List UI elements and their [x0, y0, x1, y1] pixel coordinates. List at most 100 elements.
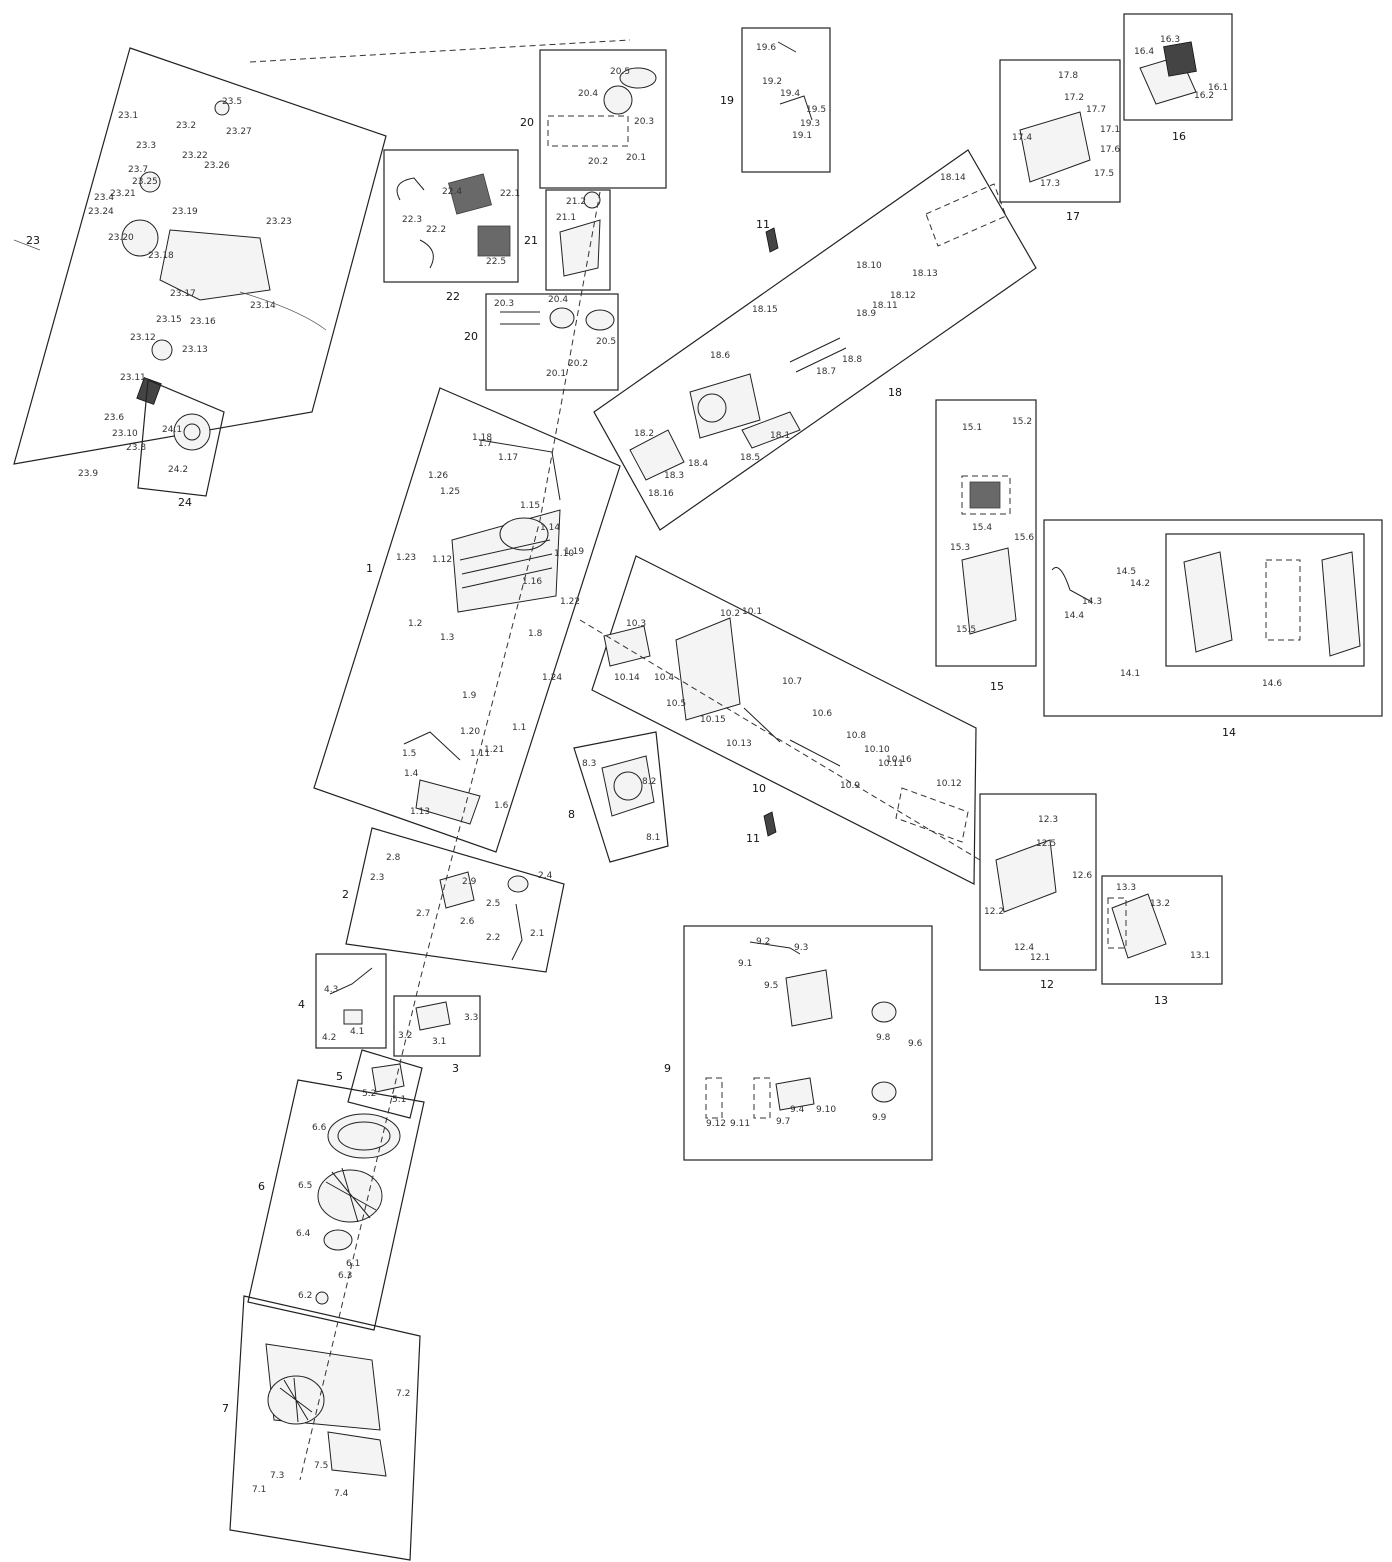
part-label: 23.3: [136, 141, 156, 151]
part-label: 6.5: [298, 1181, 312, 1191]
part-label: 1.21: [484, 745, 504, 755]
part-label: 10.9: [840, 781, 860, 791]
group-17-label: 17: [1066, 210, 1080, 223]
part-label: 5.2: [362, 1089, 376, 1099]
group-6-label: 6: [258, 1180, 265, 1193]
group-5: 5 5.1 5.2: [336, 1049, 423, 1119]
part-label: 15.3: [950, 543, 970, 553]
group-10-label: 10: [752, 782, 766, 795]
part-label: 1.12: [432, 555, 452, 565]
part-label: 18.3: [664, 471, 684, 481]
part-label: 6.6: [312, 1123, 327, 1133]
part-label: 23.6: [104, 413, 124, 423]
part-label: 23.5: [222, 97, 242, 107]
part-label: 10.5: [666, 699, 686, 709]
group-12: 12 12.1 12.2 12.3 12.4 12.5 12.6: [979, 793, 1097, 991]
group-15: 15 15.1 15.2 15.3 15.4 15.5 15.6: [935, 399, 1037, 693]
group-6: 6 6.1 6.2 6.3 6.4 6.5 6.6: [247, 1079, 425, 1331]
group-16-label: 16: [1172, 130, 1186, 143]
part-label: 23.1: [118, 111, 138, 121]
part-label: 12.3: [1038, 815, 1058, 825]
part-label: 2.6: [460, 917, 475, 927]
part-label: 18.16: [648, 489, 674, 499]
part-label: 14.3: [1082, 597, 1102, 607]
part-label: 4.3: [324, 985, 338, 995]
part-label: 1.5: [402, 749, 416, 759]
group-19: 19 19.1 19.2 19.3 19.4 19.5 19.6: [720, 27, 831, 173]
part-label: 24.2: [168, 465, 188, 475]
part-label: 10.11: [878, 759, 904, 769]
part-label: 23.21: [110, 189, 136, 199]
part-label: 13.1: [1190, 951, 1210, 961]
part-label: 17.3: [1040, 179, 1060, 189]
part-label: 1.23: [396, 553, 416, 563]
part-label: 19.2: [762, 77, 782, 87]
part-label: 23.17: [170, 289, 196, 299]
part-label: 1.2: [408, 619, 422, 629]
group-3: 3 3.1 3.2 3.3: [393, 995, 481, 1075]
part-label: 13.3: [1116, 883, 1136, 893]
part-label: 2.8: [386, 853, 401, 863]
part-label: 19.5: [806, 105, 826, 115]
part-label: 18.7: [816, 367, 836, 377]
part-label: 2.1: [530, 929, 544, 939]
part-label: 1.15: [520, 501, 540, 511]
part-label: 20.4: [578, 89, 598, 99]
part-label: 1.20: [460, 727, 480, 737]
part-label: 18.4: [688, 459, 708, 469]
part-label: 7.1: [252, 1485, 266, 1495]
group-8-label: 8: [568, 808, 575, 821]
part-label: 13.2: [1150, 899, 1170, 909]
group-24-label: 24: [178, 496, 192, 509]
part-label: 22.3: [402, 215, 422, 225]
group-7-label: 7: [222, 1402, 229, 1415]
part-label: 14.6: [1262, 679, 1282, 689]
part-label: 9.9: [872, 1113, 887, 1123]
part-label: 15.5: [956, 625, 976, 635]
part-label: 1.3: [440, 633, 454, 643]
group-2-label: 2: [342, 888, 349, 901]
part-label: 1.6: [494, 801, 509, 811]
group-11-label: 11: [746, 832, 760, 845]
part-label: 1.4: [404, 769, 419, 779]
part-label: 3.1: [432, 1037, 446, 1047]
part-label: 20.3: [494, 299, 514, 309]
part-label: 23.16: [190, 317, 216, 327]
part-label: 10.3: [626, 619, 646, 629]
part-label: 23.23: [266, 217, 292, 227]
part-label: 22.5: [486, 257, 506, 267]
part-label: 23.26: [204, 161, 230, 171]
group-14-label: 14: [1222, 726, 1236, 739]
part-label: 9.11: [730, 1119, 750, 1129]
group-10: 10 10.1 10.2 10.3 10.4 10.5 10.6 10.7 10…: [591, 555, 977, 885]
part-label: 23.25: [132, 177, 158, 187]
part-label: 10.1: [742, 607, 762, 617]
part-label: 23.22: [182, 151, 208, 161]
part-label: 17.2: [1064, 93, 1084, 103]
part-label: 19.6: [756, 43, 776, 53]
part-label: 18.12: [890, 291, 916, 301]
part-label: 8.1: [646, 833, 660, 843]
group-7: 7 7.1 7.2 7.3 7.4 7.5: [222, 1295, 421, 1561]
part-label: 1.13: [410, 807, 430, 817]
part-label: 16.1: [1208, 83, 1228, 93]
part-label: 18.9: [856, 309, 876, 319]
part-label: 1.7: [478, 439, 492, 449]
group-1: 1 1.1 1.2 1.3 1.4 1.5 1.6 1.7 1.8 1.9 1.…: [313, 387, 621, 853]
part-label: 1.25: [440, 487, 460, 497]
part-label: 12.1: [1030, 953, 1050, 963]
part-label: 18.15: [752, 305, 778, 315]
part-label: 20.2: [588, 157, 608, 167]
part-label: 23.7: [128, 165, 148, 175]
part-label: 9.4: [790, 1105, 805, 1115]
part-label: 12.5: [1036, 839, 1056, 849]
part-label: 1.17: [498, 453, 518, 463]
part-label: 19.1: [792, 131, 812, 141]
part-label: 7.3: [270, 1471, 284, 1481]
group-13: 13 13.1 13.2 13.3: [1101, 875, 1223, 1007]
part-label: 23.4: [94, 193, 114, 203]
group-20-upper: 20 20.1 20.2 20.3 20.4 20.5: [520, 49, 667, 189]
part-label: 15.1: [962, 423, 982, 433]
part-label: 6.1: [346, 1259, 360, 1269]
part-label: 17.1: [1100, 125, 1120, 135]
